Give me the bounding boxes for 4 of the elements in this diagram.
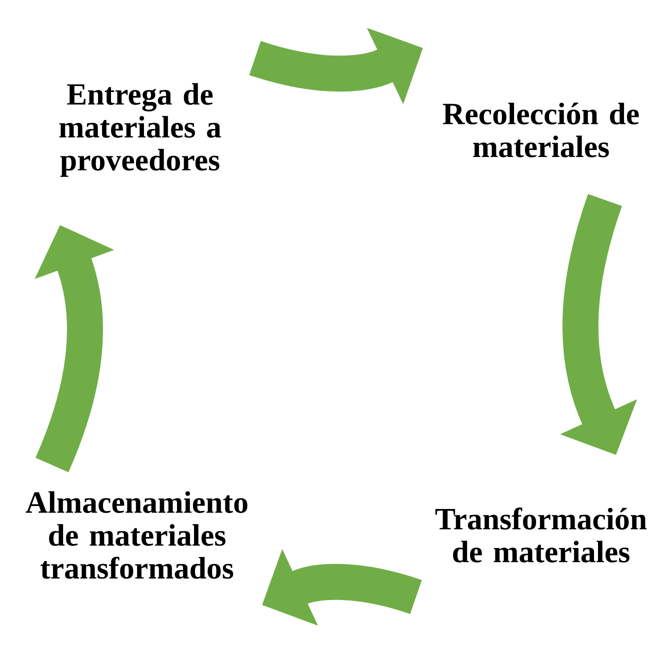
- step-label: Almacenamiento de materiales transformados: [26, 491, 248, 579]
- step-label: Transformación de materiales: [435, 508, 647, 562]
- step-label: Entrega de materiales a proveedores: [59, 83, 222, 177]
- step-label: Recolección de materiales: [442, 102, 639, 158]
